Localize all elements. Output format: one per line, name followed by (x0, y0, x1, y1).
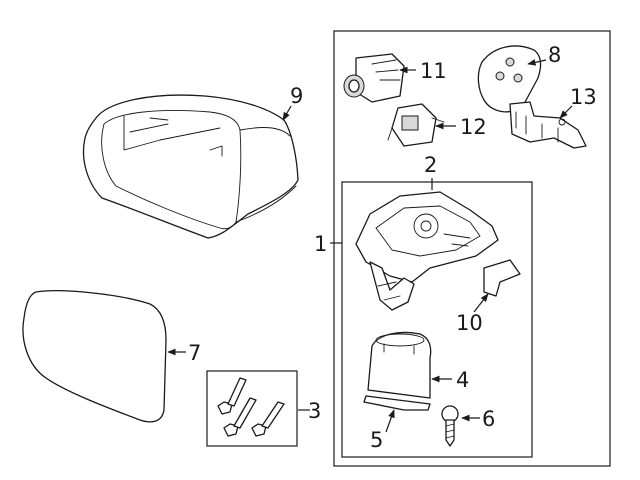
callout-8: 8 (548, 43, 561, 67)
heater-pad (477, 45, 542, 113)
blind-spot-module (509, 101, 587, 149)
seal-strip (363, 395, 431, 411)
callout-2: 2 (424, 153, 437, 177)
actuator-motor (355, 191, 499, 311)
callout-7: 7 (188, 341, 201, 365)
subassembly-box (341, 181, 533, 458)
bracket-module (387, 103, 445, 147)
callout-10: 10 (456, 311, 483, 335)
mirror-cover (82, 94, 299, 239)
callout-5: 5 (370, 428, 383, 452)
screw (441, 405, 459, 447)
callout-13: 13 (570, 85, 597, 109)
callout-1: 1 (314, 232, 327, 256)
callout-4: 4 (456, 368, 469, 392)
lamp-housing (367, 331, 432, 399)
callout-11: 11 (420, 59, 447, 83)
callout-3: 3 (308, 399, 321, 423)
callout-6: 6 (482, 407, 495, 431)
callout-9: 9 (290, 84, 303, 108)
screws-box (206, 370, 298, 447)
callout-12: 12 (460, 115, 487, 139)
assembly-box (333, 30, 611, 467)
clip (483, 259, 521, 297)
mirror-glass (22, 290, 167, 423)
screw-set (217, 377, 285, 437)
leader-lines (167, 59, 573, 433)
camera (343, 53, 405, 103)
